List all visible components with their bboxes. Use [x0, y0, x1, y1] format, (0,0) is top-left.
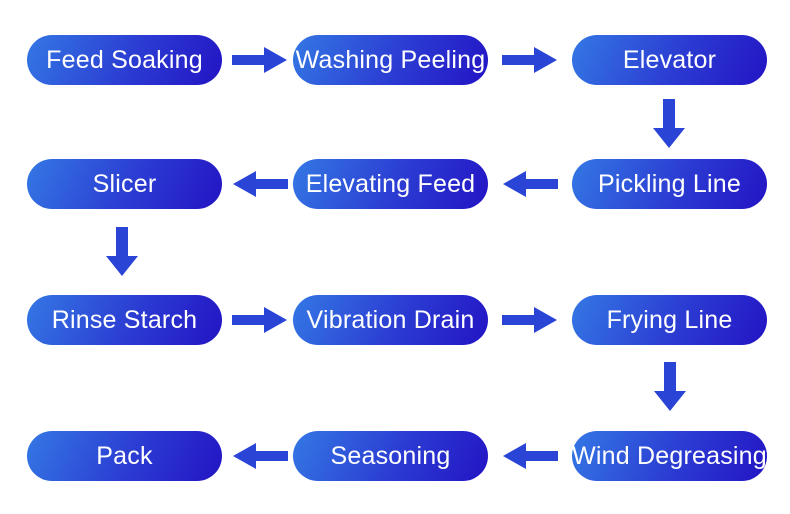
node-label: Slicer — [92, 169, 157, 198]
node-rinse-starch: Rinse Starch — [27, 295, 222, 345]
arrow-left-icon — [503, 171, 558, 197]
arrow-down-icon — [653, 99, 685, 148]
node-label: Elevator — [622, 45, 717, 74]
node-pickling-line: Pickling Line — [572, 159, 767, 209]
arrow-right-icon — [232, 47, 287, 73]
node-pack: Pack — [27, 431, 222, 481]
arrow-right-icon — [502, 307, 557, 333]
node-feed-soaking: Feed Soaking — [27, 35, 222, 85]
node-label: Wind Degreasing — [572, 441, 767, 470]
node-label: Elevating Feed — [305, 169, 476, 198]
node-label: Washing Peeling — [295, 45, 486, 74]
node-vibration-drain: Vibration Drain — [293, 295, 488, 345]
node-label: Seasoning — [330, 441, 451, 470]
node-label: Frying Line — [606, 305, 733, 334]
node-label: Pack — [96, 441, 153, 470]
arrow-left-icon — [503, 443, 558, 469]
node-label: Pickling Line — [598, 169, 741, 198]
arrow-right-icon — [502, 47, 557, 73]
node-label: Rinse Starch — [51, 305, 198, 334]
arrow-right-icon — [232, 307, 287, 333]
node-frying-line: Frying Line — [572, 295, 767, 345]
node-elevator: Elevator — [572, 35, 767, 85]
node-slicer: Slicer — [27, 159, 222, 209]
node-wind-degreasing: Wind Degreasing — [572, 431, 767, 481]
arrow-down-icon — [106, 227, 138, 276]
node-label: Feed Soaking — [46, 45, 203, 74]
node-washing-peeling: Washing Peeling — [293, 35, 488, 85]
node-seasoning: Seasoning — [293, 431, 488, 481]
arrow-left-icon — [233, 443, 288, 469]
node-elevating-feed: Elevating Feed — [293, 159, 488, 209]
node-label: Vibration Drain — [306, 305, 475, 334]
arrow-down-icon — [654, 362, 686, 411]
arrow-left-icon — [233, 171, 288, 197]
